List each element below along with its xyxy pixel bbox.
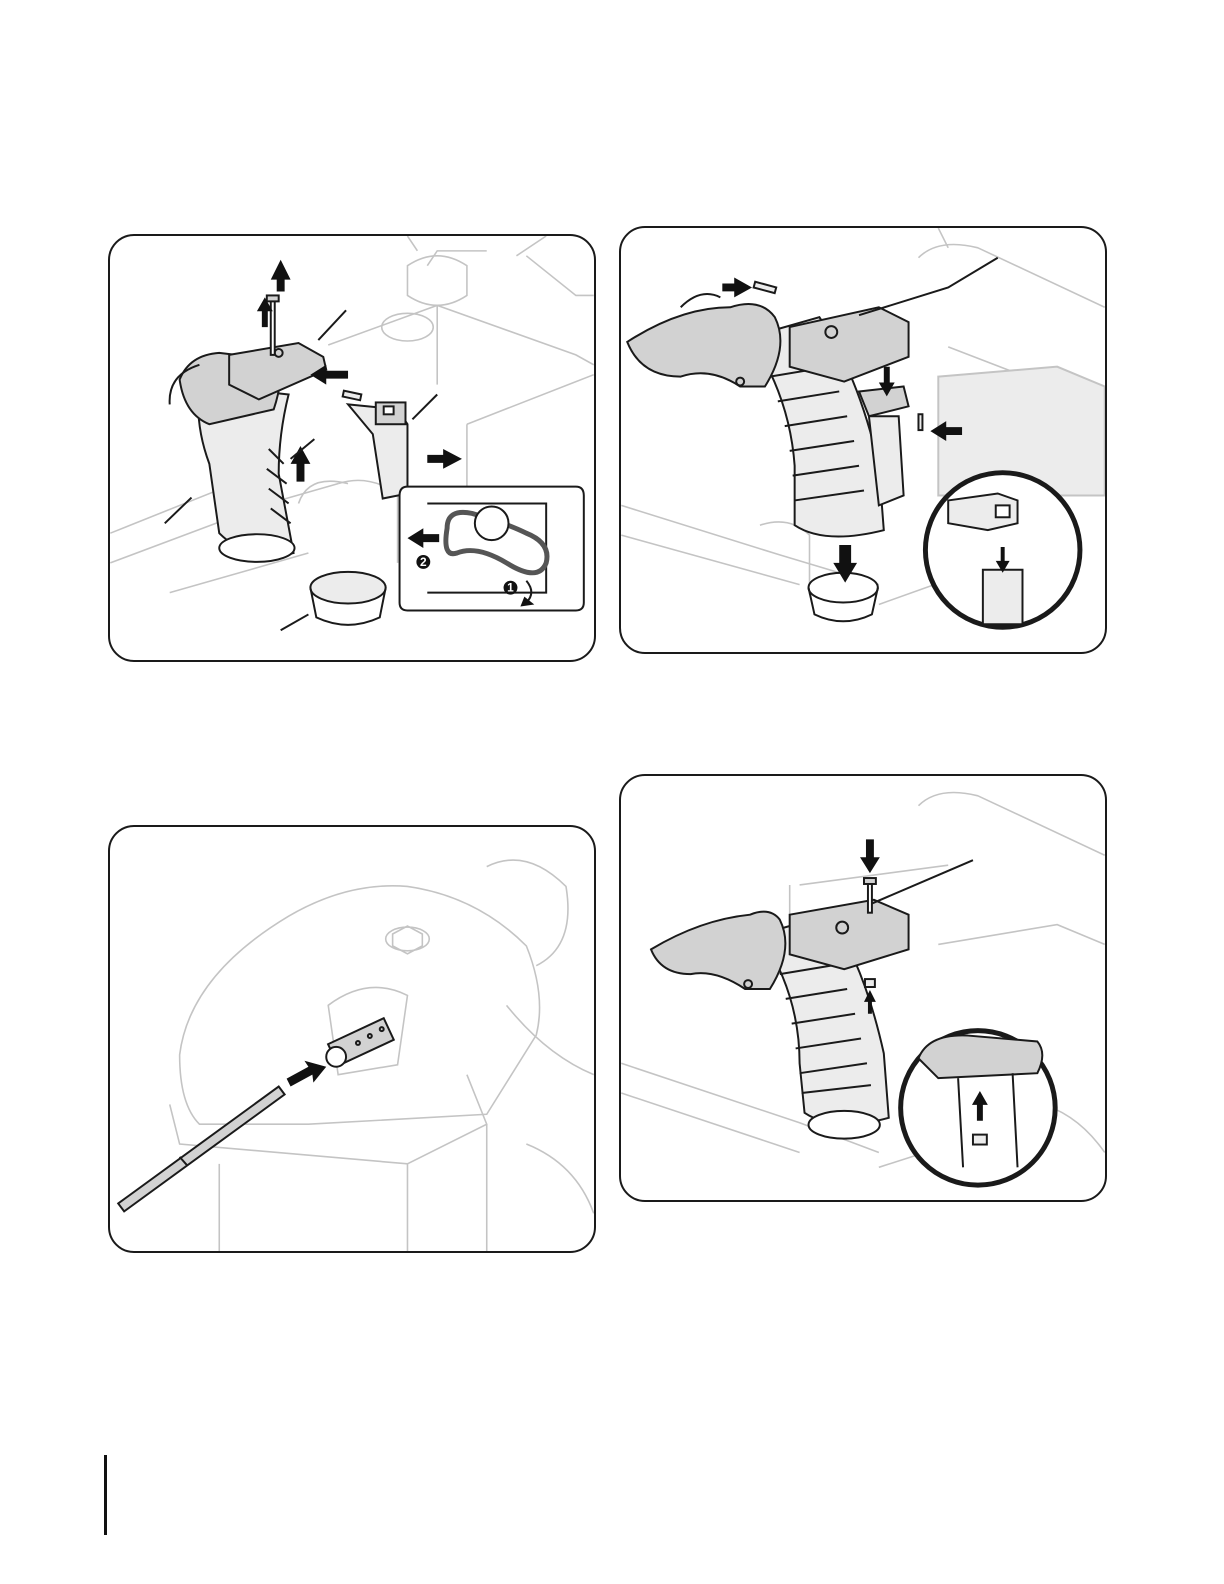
figure-2-illustration (621, 228, 1105, 652)
callout-1-label: 1 (507, 581, 514, 595)
arrow-right-icon (722, 278, 752, 298)
figure-1-illustration: 2 1 (110, 236, 594, 660)
chute-base-ring (809, 573, 878, 622)
arrow-down-icon (860, 839, 880, 873)
bracket-detail-inset (925, 473, 1080, 628)
arrow-up-icon (271, 260, 291, 292)
upper-chute-cap (790, 258, 998, 382)
figure-3-illustration (110, 827, 594, 1251)
callout-2-label: 2 (420, 555, 427, 569)
page-margin-bar (104, 1455, 107, 1535)
chute-base-ring (310, 572, 385, 625)
chute-cap-housing (170, 860, 594, 1251)
figure-1-remove-chute: 2 1 (108, 234, 596, 662)
figure-4-secure-chute (619, 774, 1107, 1202)
pivot-tube (326, 1018, 394, 1067)
nut-detail-inset (901, 1031, 1056, 1186)
upper-chute-cap (790, 860, 973, 969)
figure-3-insert-crank-rod (108, 825, 596, 1253)
crank-rod (118, 1087, 284, 1212)
pin (754, 282, 777, 293)
figure-4-illustration (621, 776, 1105, 1200)
arrow-right-icon (427, 449, 462, 469)
arrow-right-icon (287, 1061, 327, 1087)
figure-2-install-chute (619, 226, 1107, 654)
hairpin-clip-inset: 2 1 (400, 487, 584, 611)
